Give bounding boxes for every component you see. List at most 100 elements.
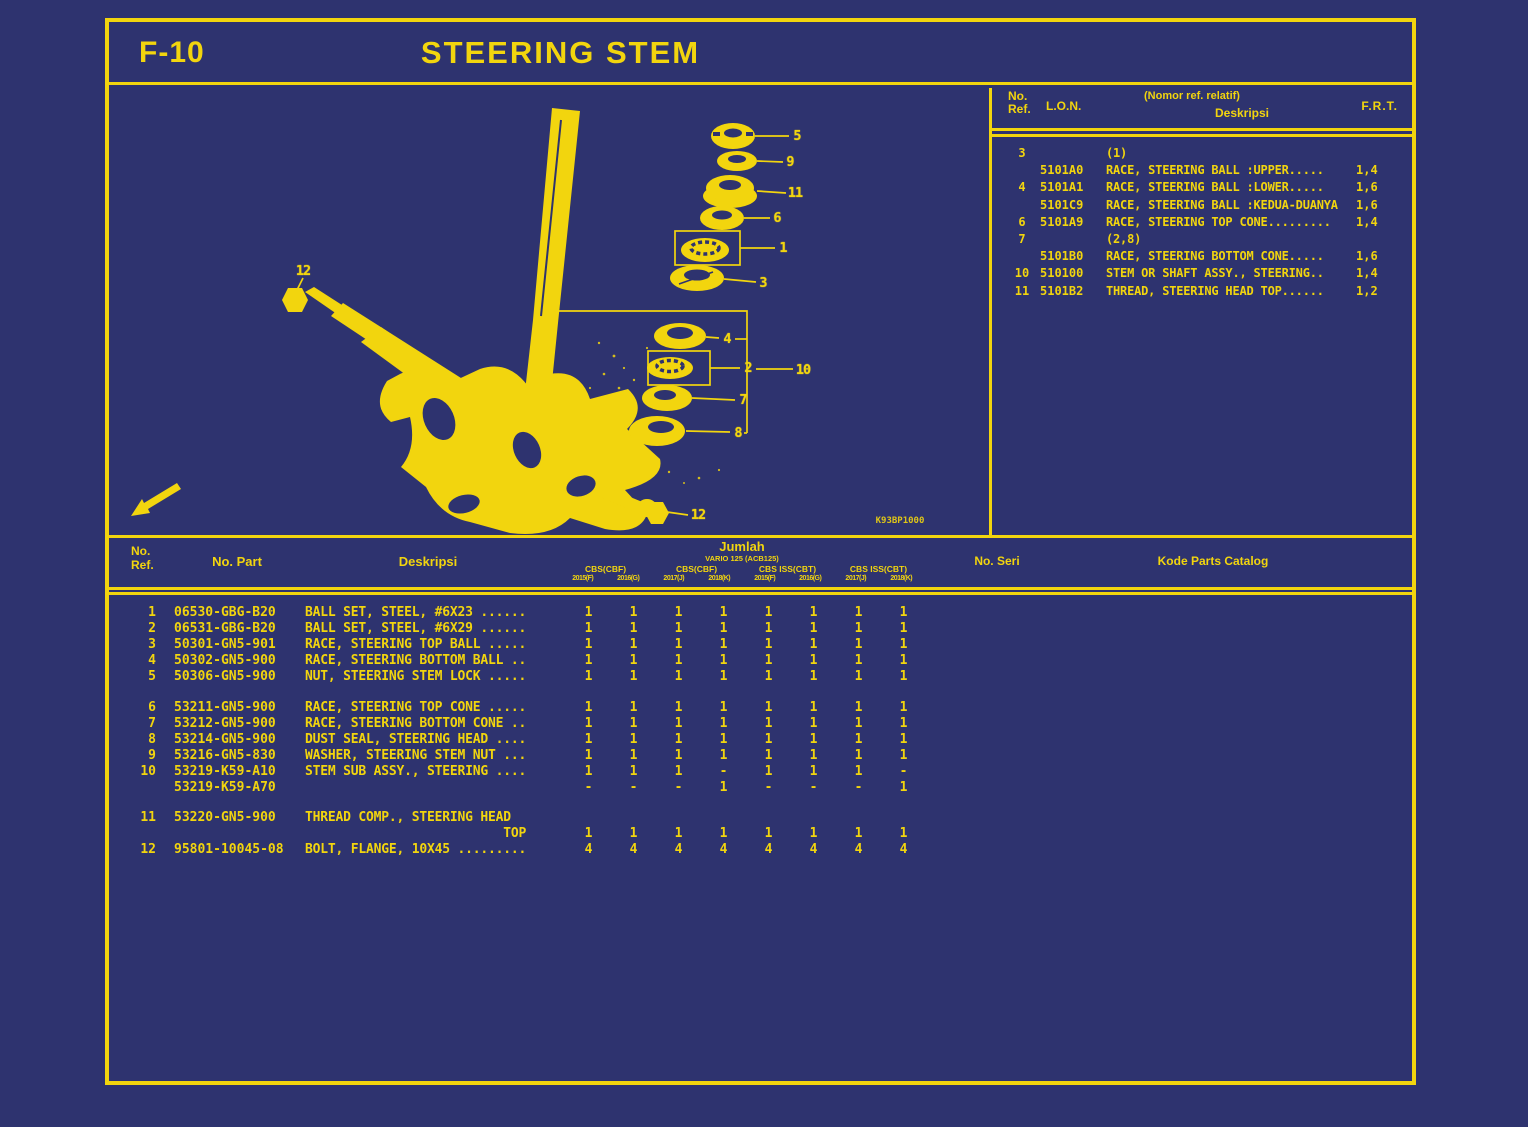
jumlah-model: VARIO 125 (ACB125) — [705, 554, 779, 563]
frt-cell — [1356, 231, 1400, 248]
frt-cell — [1356, 145, 1400, 162]
reference-row: 11 5101B2 THREAD, STEERING HEAD TOP.....… — [1004, 283, 1400, 300]
qty-cell: 1 — [899, 780, 908, 795]
part-number-cell: 53219-K59-A70 — [174, 780, 276, 795]
description-cell: RACE, STEERING TOP CONE ..... — [305, 700, 527, 715]
qty-cell — [701, 810, 746, 826]
ball-set-1-box — [674, 230, 741, 266]
divider-line — [109, 592, 1412, 595]
part-number-cell: 53220-GN5-900 — [174, 810, 276, 825]
parts-row: 6 53211-GN5-900 RACE, STEERING TOP CONE … — [109, 700, 1412, 716]
bolt-top-left — [282, 287, 367, 327]
qty-cell: 1 — [719, 748, 728, 763]
part-2-ball-set — [647, 357, 693, 379]
qty-cell: 1 — [584, 748, 593, 763]
jumlah-variant-groups: CBS(CBF) CBS(CBF) CBS ISS(CBT) CBS ISS(C… — [560, 564, 924, 574]
exploded-diagram — [131, 108, 793, 534]
year-column: 2018(K) — [708, 575, 731, 582]
qty-cell: - — [584, 780, 593, 795]
qty-cell: 1 — [899, 653, 908, 668]
qty-cell: 1 — [719, 605, 728, 620]
year-column: 2017(J) — [845, 575, 867, 582]
qty-cell — [881, 810, 926, 826]
qty-cell: 1 — [764, 605, 773, 620]
qty-cell: 1 — [854, 826, 863, 841]
description-cell: RACE, STEERING TOP BALL ..... — [305, 637, 527, 652]
qty-cell: 1 — [719, 780, 728, 795]
year-column: 2018(K) — [890, 575, 913, 582]
ref-no-cell: 3 — [1018, 146, 1026, 160]
qty-cell: 1 — [809, 826, 818, 841]
qty-cell: 1 — [809, 605, 818, 620]
lon-code-cell: 5101A0 — [1040, 163, 1084, 178]
callout-3: 3 — [759, 275, 767, 291]
part-number-cell: 53216-GN5-830 — [174, 748, 276, 763]
frt-cell: 1,4 — [1356, 214, 1378, 229]
description-cell: WASHER, STEERING STEM NUT ... — [305, 748, 527, 763]
part-number-cell: 50302-GN5-900 — [174, 653, 276, 668]
qty-cell — [611, 810, 656, 826]
description-cell: RACE, STEERING BALL :UPPER..... — [1106, 163, 1324, 178]
group-bracket — [547, 310, 748, 433]
lon-code-cell — [1040, 231, 1106, 248]
parts-row: 4 50302-GN5-900 RACE, STEERING BOTTOM BA… — [109, 653, 1412, 669]
qty-cell: 1 — [584, 732, 593, 747]
qty-cell: 1 — [764, 653, 773, 668]
qty-cell: 1 — [629, 732, 638, 747]
ref-no-cell — [109, 826, 174, 842]
qty-cell: 1 — [899, 605, 908, 620]
frt-cell: 1,6 — [1356, 249, 1378, 264]
qty-cell: 1 — [719, 621, 728, 636]
reference-row: 5101A0 RACE, STEERING BALL :UPPER..... 1… — [1004, 162, 1400, 179]
qty-cell: 1 — [854, 637, 863, 652]
lon-code-cell: 510100 — [1040, 266, 1084, 281]
ref-no-cell: 5 — [148, 669, 156, 684]
lon-code-cell: 5101B2 — [1040, 283, 1084, 298]
qty-cell: 1 — [719, 653, 728, 668]
qty-cell: 1 — [674, 669, 683, 684]
callout-11: 11 — [787, 185, 803, 201]
lon-code-cell: 5101B0 — [1040, 249, 1084, 264]
ref-panel-header-frt: F.R.T. — [1361, 99, 1398, 113]
qty-cell: 1 — [854, 764, 863, 779]
qty-cell: 1 — [899, 621, 908, 636]
callout-12-top: 12 — [295, 263, 311, 279]
parts-table-section: No. Ref. No. Part Deskripsi Jumlah VARIO… — [109, 535, 1412, 1081]
description-cell: THREAD COMP., STEERING HEAD — [305, 810, 511, 825]
variant-group: CBS ISS(CBT) — [849, 564, 908, 574]
lon-code-cell — [1040, 145, 1106, 162]
qty-cell: 1 — [809, 716, 818, 731]
diagram-area: 5 9 11 6 1 3 4 2 10 7 8 12 12 K93BP1000 — [109, 88, 989, 535]
front-arrow — [131, 483, 181, 516]
callout-10: 10 — [795, 362, 811, 378]
year-column: 2017(J) — [663, 575, 685, 582]
qty-cell: 1 — [809, 653, 818, 668]
qty-cell: - — [899, 764, 908, 779]
leader-lines — [296, 135, 793, 516]
qty-cell: 1 — [584, 669, 593, 684]
qty-cell: 1 — [764, 621, 773, 636]
qty-cell: 1 — [674, 637, 683, 652]
qty-cell: 1 — [854, 732, 863, 747]
page-code: F-10 — [139, 36, 205, 69]
divider-line — [992, 134, 1412, 137]
callout-4: 4 — [723, 331, 731, 347]
bearing-stack-top — [670, 123, 757, 291]
description-cell: STEM SUB ASSY., STEERING .... — [305, 764, 527, 779]
qty-cell: 1 — [629, 637, 638, 652]
part-3-top-ball-race — [670, 265, 724, 291]
ref-no-cell: 7 — [148, 716, 156, 731]
ref-no-cell: 2 — [148, 621, 156, 636]
reference-row: 10 510100 STEM OR SHAFT ASSY., STEERING.… — [1004, 265, 1400, 282]
lon-code-cell: 5101A9 — [1040, 214, 1084, 229]
description-cell: RACE, STEERING BALL :KEDUA-DUANYA — [1106, 197, 1338, 212]
parts-row: 5 50306-GN5-900 NUT, STEERING STEM LOCK … — [109, 669, 1412, 685]
qty-cell: 1 — [719, 669, 728, 684]
ref-panel-header-no: No. — [1008, 89, 1028, 103]
qty-cell: 1 — [674, 764, 683, 779]
reference-row: 3 (1) — [1004, 145, 1400, 162]
page-title: STEERING STEM — [420, 35, 701, 70]
qty-cell: 4 — [899, 842, 908, 857]
part-number-cell: 95801-10045-08 — [174, 842, 284, 857]
description-cell: RACE, STEERING BOTTOM BALL .. — [305, 653, 527, 668]
